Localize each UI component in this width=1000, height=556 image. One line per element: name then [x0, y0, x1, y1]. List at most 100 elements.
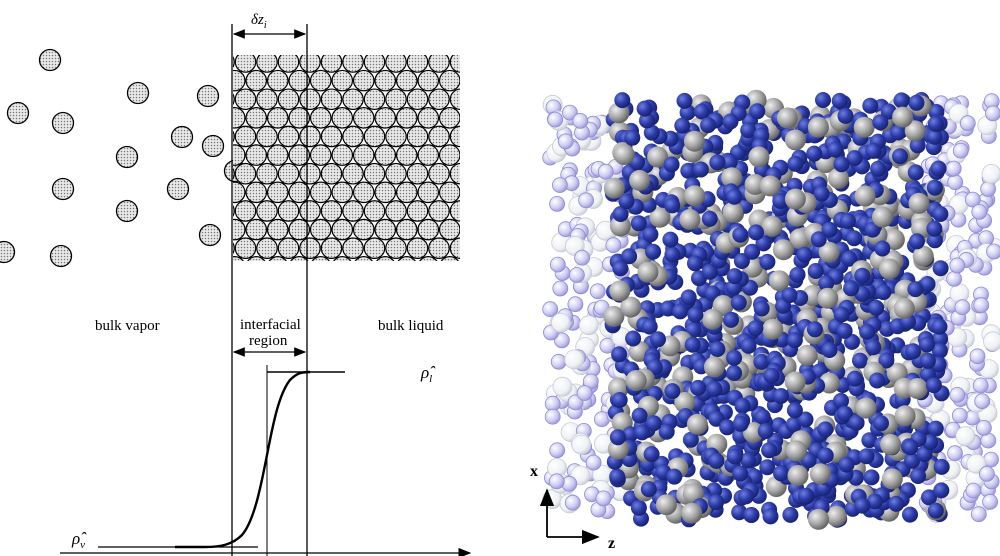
blue-atom	[708, 452, 725, 469]
liquid-molecule	[385, 200, 407, 222]
liquid-molecule	[247, 256, 266, 261]
ghost-molecule	[980, 181, 996, 197]
blue-atom	[927, 115, 944, 132]
liquid-molecule	[395, 218, 418, 241]
ghost-molecule	[544, 408, 561, 425]
blue-atom	[846, 230, 863, 247]
blue-atom	[700, 117, 717, 134]
liquid-molecule	[233, 69, 246, 92]
blue-atom	[763, 367, 780, 384]
blue-atom	[786, 402, 803, 419]
liquid-molecule	[234, 162, 257, 185]
liquid-molecule	[419, 256, 438, 261]
blue-atom	[843, 280, 860, 297]
blue-atom	[806, 145, 823, 162]
blue-atom	[866, 493, 883, 510]
blue-atom	[773, 388, 789, 404]
liquid-molecule	[342, 200, 364, 222]
grey-atom	[853, 116, 875, 138]
blue-atom	[905, 343, 922, 360]
blue-atom	[918, 336, 935, 353]
liquid-molecule	[342, 125, 364, 148]
blue-atom	[836, 405, 853, 422]
blue-atom	[841, 250, 858, 267]
liquid-molecule	[277, 200, 300, 222]
liquid-molecule	[363, 88, 386, 111]
liquid-molecule	[233, 204, 235, 217]
density-profile-curve	[175, 370, 311, 549]
blue-atom	[726, 365, 743, 381]
blue-atom	[931, 342, 948, 359]
blue-atom	[759, 253, 776, 270]
blue-atom	[663, 156, 680, 173]
liquid-molecule	[352, 181, 375, 204]
blue-atom	[878, 352, 895, 369]
blue-atom	[890, 124, 907, 141]
liquid-molecule	[449, 88, 460, 111]
liquid-molecule	[266, 218, 289, 241]
grey-atom	[679, 208, 701, 230]
blue-atom	[740, 337, 757, 354]
blue-atom	[701, 210, 718, 227]
vapor-molecule	[166, 177, 190, 201]
ghost-molecule	[571, 434, 592, 455]
liquid-molecule	[288, 181, 311, 204]
blue-atom	[865, 339, 882, 356]
liquid-density-label: ρ̂l	[420, 363, 436, 385]
liquid-molecule	[406, 162, 429, 185]
ghost-molecule	[542, 301, 559, 318]
blue-atom	[909, 137, 926, 154]
ghost-molecule	[562, 104, 578, 121]
blue-atom	[672, 303, 689, 320]
liquid-molecule	[256, 162, 278, 185]
grey-atom	[620, 296, 642, 318]
liquid-molecule	[406, 55, 429, 73]
liquid-molecule	[417, 69, 440, 92]
blue-atom	[743, 507, 760, 523]
grey-atom	[807, 116, 829, 138]
blue-atom	[659, 300, 676, 317]
liquid-molecule	[417, 218, 440, 241]
grey-atom	[817, 287, 839, 309]
ghost-molecule	[578, 192, 594, 209]
liquid-molecule	[233, 256, 244, 261]
vapor-molecule	[51, 177, 75, 201]
blue-atom	[636, 100, 653, 117]
liquid-molecule	[299, 162, 321, 185]
liquid-molecule	[374, 107, 397, 129]
liquid-molecule	[352, 144, 375, 166]
grey-atom	[722, 201, 744, 223]
ghost-molecule	[947, 445, 963, 462]
liquid-molecule	[385, 88, 407, 111]
ghost-molecule	[972, 377, 989, 394]
liquid-molecule	[320, 55, 343, 73]
blue-atom	[916, 446, 933, 463]
liquid-molecule	[309, 181, 332, 204]
blue-atom	[833, 156, 850, 173]
blue-atom	[622, 426, 639, 443]
grey-atom	[818, 241, 840, 263]
blue-atom	[645, 243, 662, 260]
liquid-molecule	[320, 162, 343, 185]
liquid-molecule	[406, 237, 429, 259]
blue-atom	[674, 117, 691, 134]
liquid-molecules	[233, 55, 460, 261]
blue-atom	[798, 487, 814, 504]
blue-atom	[639, 112, 655, 129]
ghost-molecule	[985, 105, 1000, 122]
blue-atom	[908, 94, 925, 111]
liquid-molecule	[245, 181, 268, 204]
grey-atom	[744, 173, 766, 195]
vapor-molecule	[38, 48, 62, 72]
ghost-molecule	[572, 113, 589, 129]
grey-atom	[894, 405, 916, 427]
ghost-molecule	[548, 473, 565, 490]
blue-atom	[797, 411, 814, 428]
liquid-molecule	[342, 237, 364, 259]
liquid-molecule	[363, 200, 386, 222]
liquid-molecule	[374, 218, 397, 241]
blue-atom	[662, 231, 679, 248]
blue-atom	[854, 267, 871, 284]
blue-atom	[641, 318, 658, 335]
liquid-molecule	[256, 55, 278, 73]
